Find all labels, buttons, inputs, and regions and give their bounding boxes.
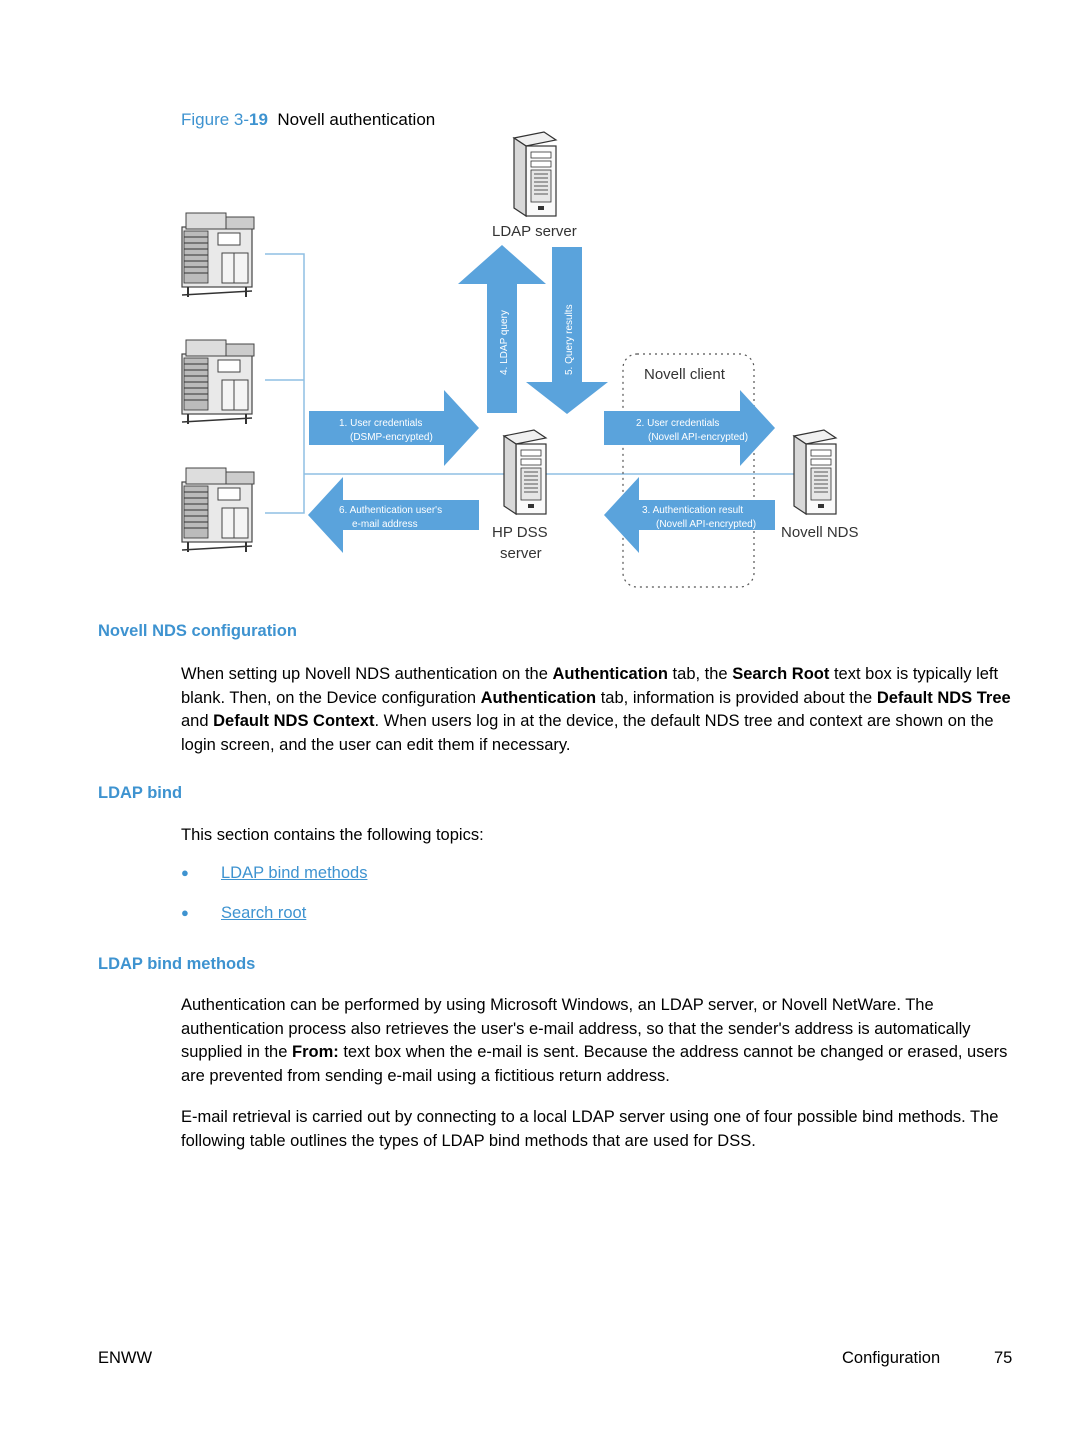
arrow-ldap-query	[458, 245, 546, 413]
link-ldap-bind-methods[interactable]: LDAP bind methods	[221, 864, 368, 882]
arrow-user-credentials-dsmp	[309, 390, 479, 466]
label-auth-email-1: 6. Authentication user's	[339, 505, 442, 516]
heading-ldap-bind: LDAP bind	[98, 784, 183, 802]
label-server: server	[500, 545, 542, 562]
label-user-credentials-1-sub: (DSMP-encrypted)	[350, 432, 433, 443]
figure-label: Figure 3-	[181, 110, 250, 129]
label-ldap-server: LDAP server	[492, 223, 577, 240]
ldap-server-icon	[513, 131, 557, 217]
printer-2-icon	[181, 339, 255, 425]
list-item: ● LDAP bind methods	[181, 864, 367, 883]
paragraph-novell-nds-configuration: When setting up Novell NDS authenticatio…	[181, 665, 1011, 754]
arrow-auth-result	[604, 477, 775, 553]
bullet-icon: ●	[181, 865, 189, 880]
connector-lines	[265, 253, 808, 514]
paragraph-ldap-bind-intro: This section contains the following topi…	[181, 826, 484, 844]
label-ldap-query: 4. LDAP query	[499, 310, 510, 375]
novell-nds-server-icon	[793, 429, 837, 515]
page-number: 75	[994, 1349, 1013, 1367]
label-auth-result-sub: (Novell API-encrypted)	[656, 519, 756, 530]
label-user-credentials-1: 1. User credentials	[339, 418, 422, 429]
printer-1-icon	[181, 212, 255, 298]
paragraph-ldap-bind-methods-1: Authentication can be performed by using…	[181, 996, 1008, 1085]
list-item: ● Search root	[181, 904, 306, 923]
printer-3-icon	[181, 467, 255, 553]
arrow-auth-email	[308, 477, 479, 553]
heading-novell-nds-configuration: Novell NDS configuration	[98, 622, 297, 640]
figure-number: 19	[249, 110, 268, 129]
figure-title: Novell authentication	[277, 110, 436, 129]
link-search-root[interactable]: Search root	[221, 904, 307, 922]
label-query-results: 5. Query results	[564, 304, 575, 375]
heading-ldap-bind-methods: LDAP bind methods	[98, 955, 256, 973]
label-user-credentials-2: 2. User credentials	[636, 418, 719, 429]
novell-client-boundary	[622, 353, 755, 588]
paragraph-ldap-bind-methods-2: E-mail retrieval is carried out by conne…	[181, 1108, 999, 1150]
hp-dss-server-icon	[503, 429, 547, 515]
footer-left: ENWW	[98, 1349, 153, 1367]
novell-authentication-diagram: 4. LDAP query 5. Query results 1. User c…	[181, 131, 859, 588]
label-auth-email-2: e-mail address	[352, 519, 418, 530]
label-user-credentials-2-sub: (Novell API-encrypted)	[648, 432, 748, 443]
bullet-icon: ●	[181, 905, 189, 920]
label-novell-nds: Novell NDS	[781, 524, 859, 541]
figure-caption: Figure 3-19 Novell authentication	[181, 110, 435, 130]
label-auth-result: 3. Authentication result	[642, 505, 743, 516]
arrow-user-credentials-novell	[604, 390, 775, 466]
arrow-query-results	[526, 247, 608, 414]
label-novell-client: Novell client	[644, 366, 726, 383]
footer-section: Configuration	[842, 1349, 941, 1367]
label-hp-dss: HP DSS	[492, 524, 548, 541]
